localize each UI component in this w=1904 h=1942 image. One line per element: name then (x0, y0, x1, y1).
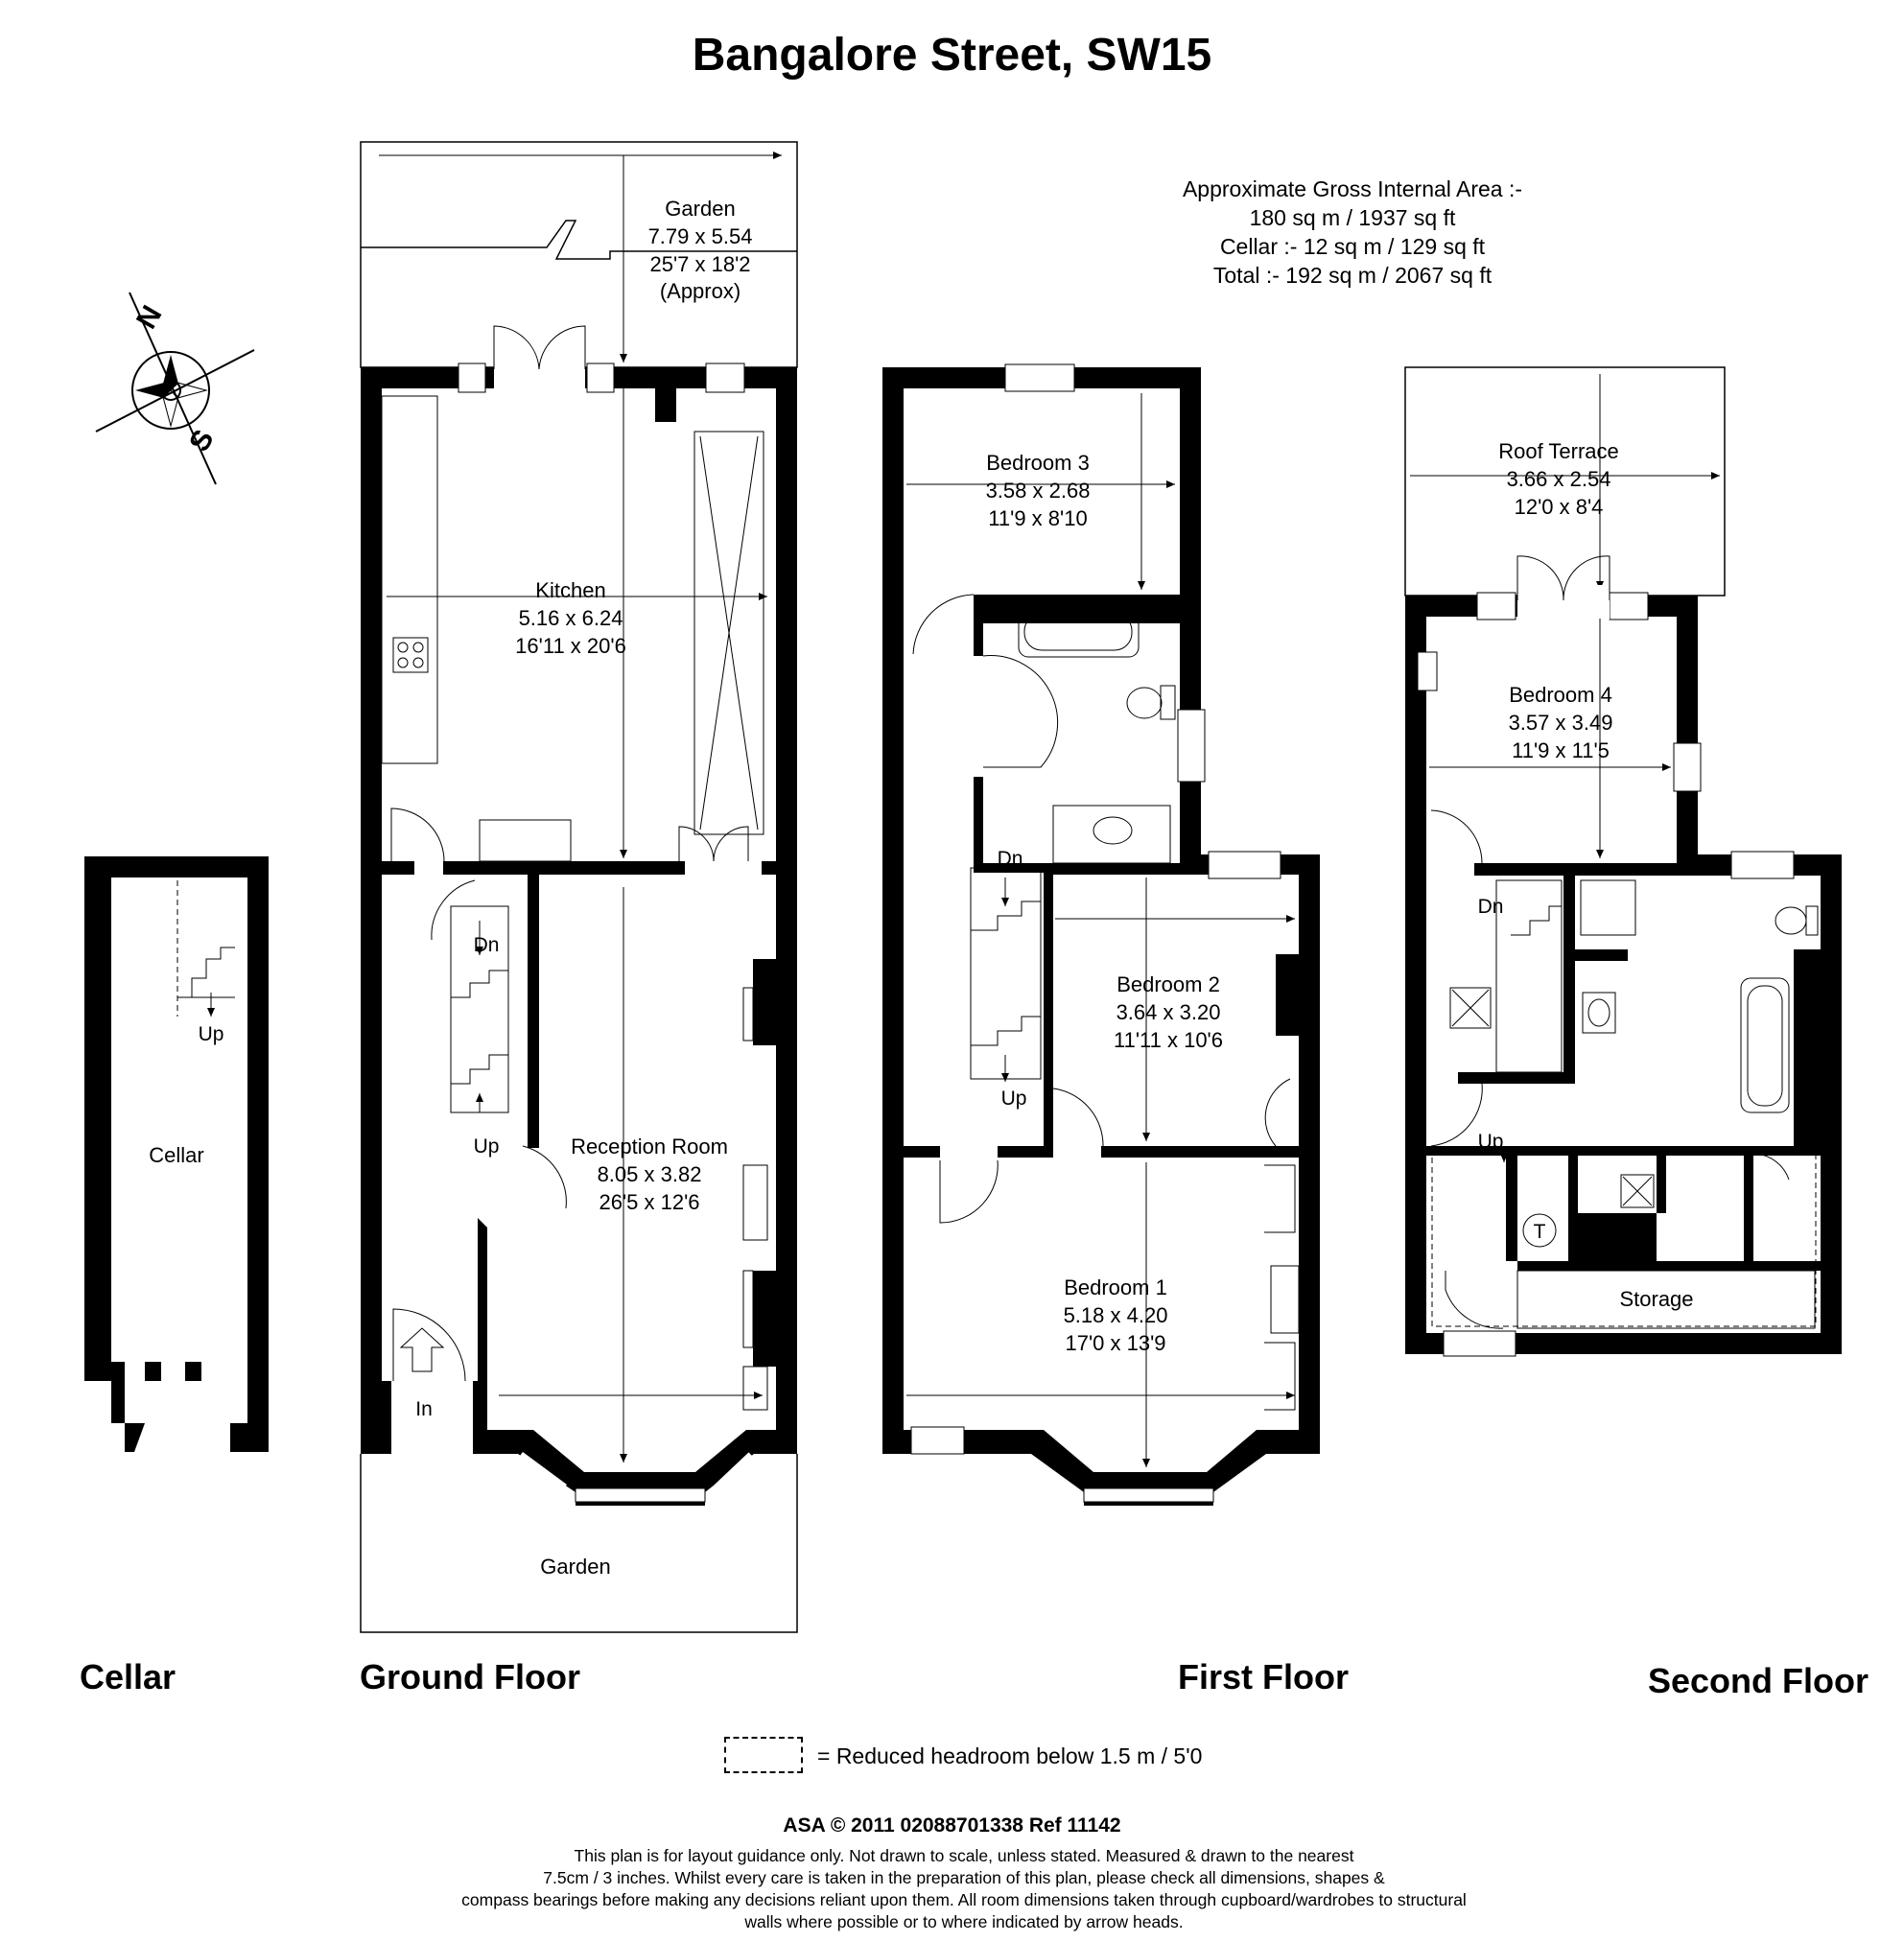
ground-up-label: Up (474, 1135, 500, 1158)
second-down-label: Dn (1478, 896, 1504, 918)
reception-imperial: 26'5 x 12'6 (599, 1190, 699, 1214)
bedroom3-name: Bedroom 3 (986, 451, 1090, 475)
front-garden-name: Garden (540, 1555, 610, 1579)
storage-name: Storage (1619, 1287, 1693, 1311)
bedroom1-name: Bedroom 1 (1064, 1275, 1167, 1299)
compass-south: S (183, 425, 221, 457)
kitchen-imperial: 16'11 x 20'6 (515, 634, 626, 658)
disclaimer-line-3: compass bearings before making any decis… (461, 1890, 1467, 1909)
area-total: Total :- 192 sq m / 2067 sq ft (1212, 263, 1493, 288)
disclaimer-line-4: walls where possible or to where indicat… (744, 1912, 1184, 1931)
tank-label: T (1534, 1221, 1546, 1243)
roof-terrace-imperial: 12'0 x 8'4 (1515, 495, 1604, 519)
area-summary: Approximate Gross Internal Area :- 180 s… (1084, 175, 1621, 290)
floor-label-ground: Ground Floor (360, 1657, 580, 1696)
compass-icon: N S (95, 292, 255, 485)
bedroom4-metric: 3.57 x 3.49 (1509, 711, 1613, 735)
floor-label-first: First Floor (1178, 1657, 1349, 1696)
ground-floor-plan (360, 141, 798, 1633)
cellar-plan (84, 856, 269, 1452)
area-heading: Approximate Gross Internal Area :- (1182, 176, 1523, 201)
reception-metric: 8.05 x 3.82 (598, 1162, 702, 1186)
bedroom2-name: Bedroom 2 (1117, 972, 1220, 996)
first-down-label: Dn (998, 848, 1023, 870)
second-up-label: Up (1478, 1131, 1504, 1153)
footer-reference: ASA © 2011 02088701338 Ref 11142 (783, 1814, 1121, 1837)
roof-terrace-metric: 3.66 x 2.54 (1507, 467, 1611, 491)
floor-label-second: Second Floor (1648, 1661, 1869, 1700)
bedroom2-metric: 3.64 x 3.20 (1117, 1000, 1221, 1024)
cellar-up-label: Up (199, 1023, 224, 1045)
kitchen-name: Kitchen (535, 578, 605, 602)
kitchen-metric: 5.16 x 6.24 (519, 606, 623, 630)
disclaimer: This plan is for layout guidance only. N… (403, 1845, 1525, 1933)
ground-down-label: Dn (474, 934, 500, 956)
disclaimer-line-1: This plan is for layout guidance only. N… (574, 1846, 1354, 1865)
bedroom1-imperial: 17'0 x 13'9 (1065, 1331, 1165, 1355)
floor-label-cellar: Cellar (80, 1657, 176, 1696)
roof-terrace-name: Roof Terrace (1498, 439, 1619, 463)
bedroom2-imperial: 11'11 x 10'6 (1114, 1028, 1223, 1052)
disclaimer-line-2: 7.5cm / 3 inches. Whilst every care is t… (543, 1868, 1385, 1887)
legend-dashed-box (724, 1737, 803, 1773)
bedroom1-metric: 5.18 x 4.20 (1064, 1303, 1168, 1327)
bedroom4-imperial: 11'9 x 11'5 (1512, 738, 1610, 762)
page-title: Bangalore Street, SW15 (692, 30, 1212, 81)
cellar-room-name: Cellar (149, 1143, 203, 1167)
rear-garden-note: (Approx) (660, 279, 740, 303)
bedroom4-name: Bedroom 4 (1509, 683, 1612, 707)
rear-garden-imperial: 25'7 x 18'2 (649, 252, 750, 276)
rear-garden-name: Garden (665, 197, 735, 221)
first-up-label: Up (1001, 1088, 1027, 1110)
bedroom3-metric: 3.58 x 2.68 (986, 479, 1091, 503)
area-cellar: Cellar :- 12 sq m / 129 sq ft (1219, 234, 1486, 259)
rear-garden-metric: 7.79 x 5.54 (648, 224, 753, 248)
reception-name: Reception Room (571, 1135, 728, 1158)
entrance-label: In (415, 1398, 433, 1420)
first-floor-plan (882, 363, 1320, 1506)
area-main: 180 sq m / 1937 sq ft (1249, 205, 1456, 230)
bedroom3-imperial: 11'9 x 8'10 (988, 506, 1087, 530)
second-floor-plan (1404, 366, 1842, 1357)
legend-text: = Reduced headroom below 1.5 m / 5'0 (817, 1743, 1203, 1768)
